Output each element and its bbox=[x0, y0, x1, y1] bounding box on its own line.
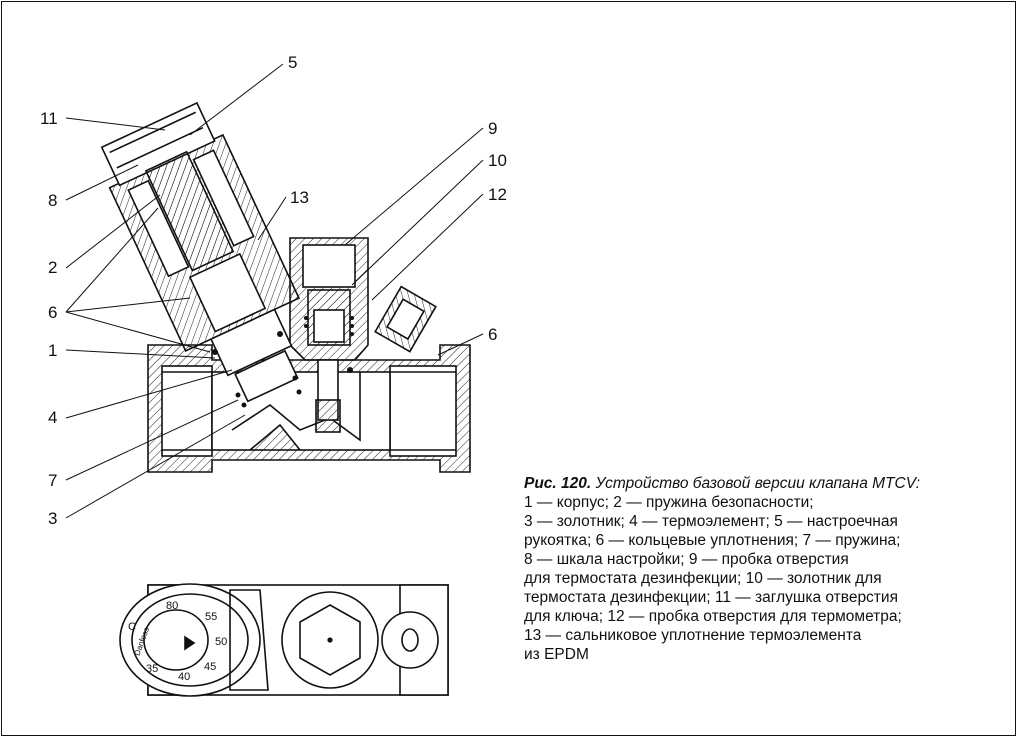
scale-40: 40 bbox=[178, 671, 190, 683]
scale-c: C bbox=[128, 621, 136, 633]
callout-6-right: 6 bbox=[488, 325, 497, 344]
callout-4: 4 bbox=[48, 408, 57, 427]
caption-title: Устройство базовой версии клапана MTCV: bbox=[591, 475, 921, 492]
callout-labels: 11 5 8 2 6 1 4 7 3 13 9 10 12 6 bbox=[40, 53, 507, 528]
caption-line: 13 — сальниковое уплотнение термоэлемент… bbox=[524, 627, 862, 644]
scale-35: 35 bbox=[146, 663, 158, 675]
callout-2: 2 bbox=[48, 258, 57, 277]
scale-55: 55 bbox=[205, 611, 217, 623]
callout-3: 3 bbox=[48, 509, 57, 528]
valve-body-section bbox=[100, 101, 471, 473]
figure-caption: Рис. 120. Устройство базовой версии клап… bbox=[524, 474, 1004, 664]
caption-label: Рис. 120. bbox=[524, 475, 592, 492]
callout-7: 7 bbox=[48, 471, 57, 490]
caption-line: 1 — корпус; 2 — пружина безопасности; bbox=[524, 494, 814, 511]
callout-5: 5 bbox=[288, 53, 297, 72]
callout-1: 1 bbox=[48, 341, 57, 360]
scale-80: 80 bbox=[166, 600, 178, 612]
callout-9: 9 bbox=[488, 119, 497, 138]
scale-45: 45 bbox=[204, 661, 216, 673]
caption-line: 3 — золотник; 4 — термоэлемент; 5 — наст… bbox=[524, 513, 898, 530]
callout-6-left: 6 bbox=[48, 303, 57, 322]
callout-leaders bbox=[65, 63, 484, 519]
callout-13: 13 bbox=[290, 188, 309, 207]
callout-8: 8 bbox=[48, 191, 57, 210]
caption-line: для термостата дезинфекции; 10 — золотни… bbox=[524, 570, 882, 587]
callout-12: 12 bbox=[488, 185, 507, 204]
callout-10: 10 bbox=[488, 151, 507, 170]
valve-top-view bbox=[119, 583, 449, 697]
caption-line: термостата дезинфекции; 11 — заглушка от… bbox=[524, 589, 898, 606]
callout-11: 11 bbox=[40, 109, 58, 128]
caption-line: из EPDM bbox=[524, 646, 589, 663]
caption-line: рукоятка; 6 — кольцевые уплотнения; 7 — … bbox=[524, 532, 901, 549]
caption-line: для ключа; 12 — пробка отверстия для тер… bbox=[524, 608, 902, 625]
caption-line: 8 — шкала настройки; 9 — пробка отверсти… bbox=[524, 551, 849, 568]
scale-50: 50 bbox=[215, 636, 227, 648]
